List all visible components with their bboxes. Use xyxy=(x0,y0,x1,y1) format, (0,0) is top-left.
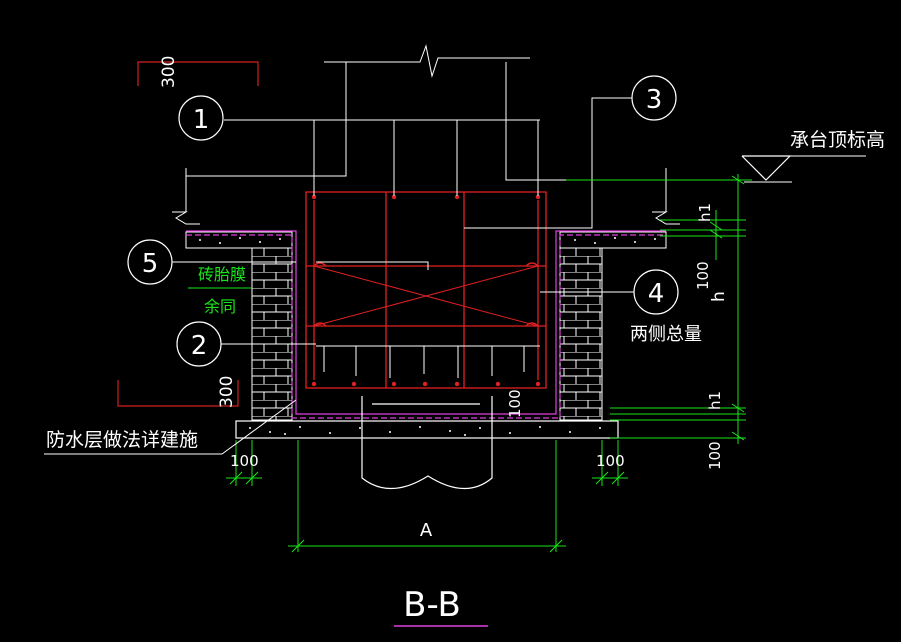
dim-right-vertical xyxy=(566,174,752,444)
rebar-cage xyxy=(305,191,547,389)
dim-100-bottom-right: 100 xyxy=(706,441,724,470)
both-sides-total-label: 两侧总量 xyxy=(630,324,702,345)
callout-2-label: 2 xyxy=(191,331,208,361)
callout-5-label: 5 xyxy=(142,249,159,279)
concrete-base-slab xyxy=(235,420,619,439)
dim-h1-bottom: h1 xyxy=(706,391,724,410)
callout-1-label: 1 xyxy=(193,105,210,135)
dim-300-top-text: 300 xyxy=(159,56,179,88)
right-brick-wall xyxy=(559,231,667,421)
stirrups xyxy=(316,97,632,378)
cap-top-elevation-label: 承台顶标高 xyxy=(790,129,885,151)
dim-300-top: 300 xyxy=(137,56,259,88)
callout-3: 3 xyxy=(631,75,677,121)
callout-3-label: 3 xyxy=(646,85,663,115)
callout-4-label: 4 xyxy=(648,279,665,309)
callout-1: 1 xyxy=(178,95,224,141)
dim-100-top-right: 100 xyxy=(694,261,712,290)
section-title-text: B-B xyxy=(403,585,461,625)
dim-100-inner: 100 xyxy=(506,389,524,418)
elevation-marker: 承台顶标高 xyxy=(741,129,885,183)
dim-bottom xyxy=(226,440,628,553)
dim-300-bottom-text: 300 xyxy=(217,376,237,408)
dim-h1-top: h1 xyxy=(696,203,714,222)
waterproof-membrane xyxy=(186,230,666,419)
brick-form-label-line1: 砖胎膜 xyxy=(198,265,246,284)
grade-breaklines xyxy=(172,168,680,225)
dim-100-left: 100 xyxy=(230,452,259,470)
waterproof-note: 防水层做法详建施 xyxy=(44,399,297,455)
callout-4: 4 xyxy=(540,269,679,315)
brick-form-label-line2: 余同 xyxy=(204,297,236,316)
callout-5: 5 xyxy=(127,239,296,285)
dim-h: h xyxy=(709,291,729,302)
callout-2: 2 xyxy=(176,321,316,367)
pile xyxy=(361,396,493,490)
waterproof-note-text: 防水层做法详建施 xyxy=(46,429,198,451)
dim-300-bottom: 300 xyxy=(117,376,239,408)
dim-100-right: 100 xyxy=(596,452,625,470)
column-reinforcement-top xyxy=(186,44,666,196)
section-title: B-B xyxy=(394,585,488,627)
rebar-dots xyxy=(311,194,541,387)
left-brick-wall xyxy=(185,231,293,421)
dim-A: A xyxy=(420,520,433,541)
